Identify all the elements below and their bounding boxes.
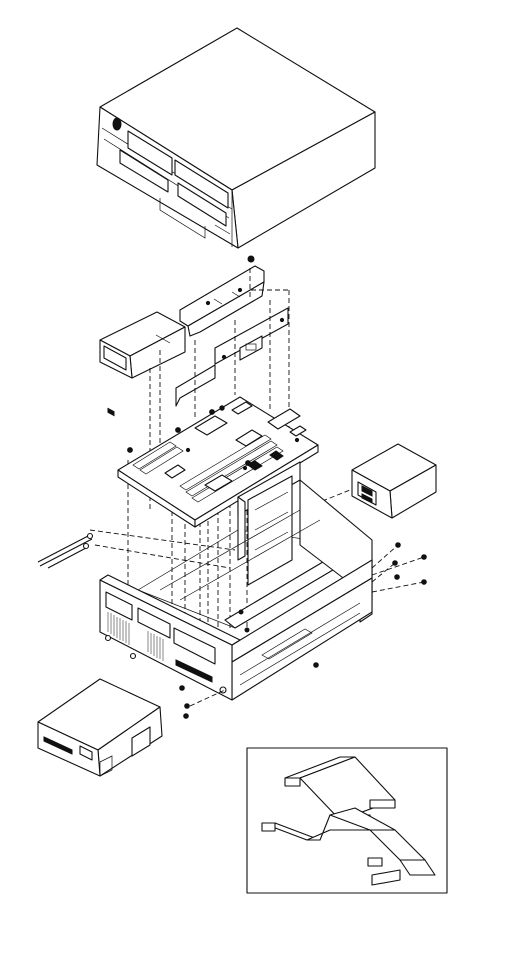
floppy-drive bbox=[37, 678, 163, 777]
power-supply bbox=[351, 443, 437, 519]
screws bbox=[179, 542, 427, 719]
top-cover bbox=[96, 27, 376, 249]
rear-panel bbox=[99, 574, 241, 701]
io-bracket bbox=[175, 307, 289, 407]
drive-bay-bracket bbox=[179, 265, 265, 337]
front-drive-module bbox=[99, 311, 186, 417]
standoffs bbox=[37, 532, 94, 569]
screw-top bbox=[247, 255, 255, 263]
chassis-base bbox=[137, 461, 373, 701]
cables-inset bbox=[246, 747, 448, 894]
